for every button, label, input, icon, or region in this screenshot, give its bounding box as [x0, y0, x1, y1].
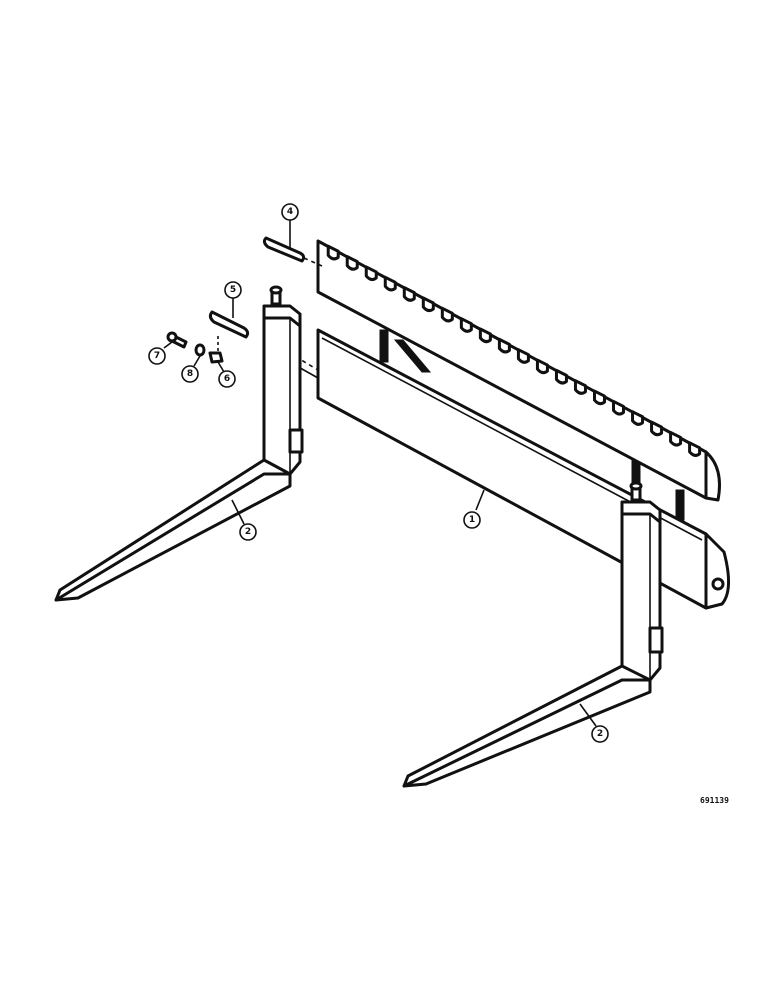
rail-support-left — [379, 329, 389, 363]
pin-part-5 — [208, 298, 250, 339]
rail-notch — [554, 368, 568, 385]
rail-notch — [497, 337, 511, 354]
nut-part-6 — [208, 351, 224, 364]
rail-notch — [421, 296, 435, 313]
callout-2-left-label: 2 — [245, 527, 251, 537]
rail-notch — [402, 286, 416, 302]
hardware-bolt-washer-nut — [166, 331, 224, 364]
callout-6-label: 6 — [224, 374, 230, 384]
callout-2-right-label: 2 — [597, 729, 603, 739]
leader-lines — [163, 341, 597, 727]
callout-8-label: 8 — [187, 369, 193, 379]
rail-notch — [459, 317, 473, 333]
upper-rail-end-boss — [704, 450, 721, 502]
rail-support-right-2 — [675, 489, 685, 521]
callout-2-left: 2 — [239, 523, 257, 541]
rail-notch — [364, 265, 378, 282]
right-fork-part-2 — [402, 481, 664, 788]
rail-notch — [573, 379, 587, 395]
drawing-number: 691139 — [700, 796, 729, 805]
lower-plate-end-bracket — [704, 532, 730, 610]
callout-1: 1 — [463, 511, 481, 529]
rail-notch — [631, 410, 645, 426]
callout-2-right: 2 — [591, 725, 609, 743]
left-fork-part-2 — [54, 285, 304, 602]
rail-notch — [688, 441, 702, 457]
callout-7: 7 — [148, 347, 166, 365]
rail-notch — [592, 389, 606, 406]
rail-notch — [535, 358, 549, 375]
callout-5-label: 5 — [230, 285, 236, 295]
pin-part-4 — [262, 218, 323, 267]
callout-4-label: 4 — [287, 207, 293, 217]
rail-notch — [650, 420, 664, 437]
rail-notch — [478, 327, 492, 344]
rail-notches — [326, 244, 702, 457]
callout-4: 4 — [281, 203, 299, 221]
rail-support-diagonal — [393, 339, 432, 373]
callout-1-label: 1 — [469, 515, 475, 525]
callout-7-label: 7 — [154, 351, 160, 361]
bolt-head — [166, 331, 178, 343]
bracket-hole — [711, 577, 725, 591]
upper-notched-rail — [316, 239, 721, 521]
rail-notch — [383, 275, 397, 292]
rail-notch — [669, 430, 683, 447]
rail-notch — [440, 306, 454, 323]
rail-notch — [612, 399, 626, 416]
rail-notch — [345, 255, 359, 271]
callout-5: 5 — [224, 281, 242, 299]
callout-8: 8 — [181, 365, 199, 383]
rail-notch — [326, 244, 340, 261]
callout-6: 6 — [218, 370, 236, 388]
rail-notch — [516, 348, 530, 364]
washer-part-8 — [194, 343, 206, 357]
